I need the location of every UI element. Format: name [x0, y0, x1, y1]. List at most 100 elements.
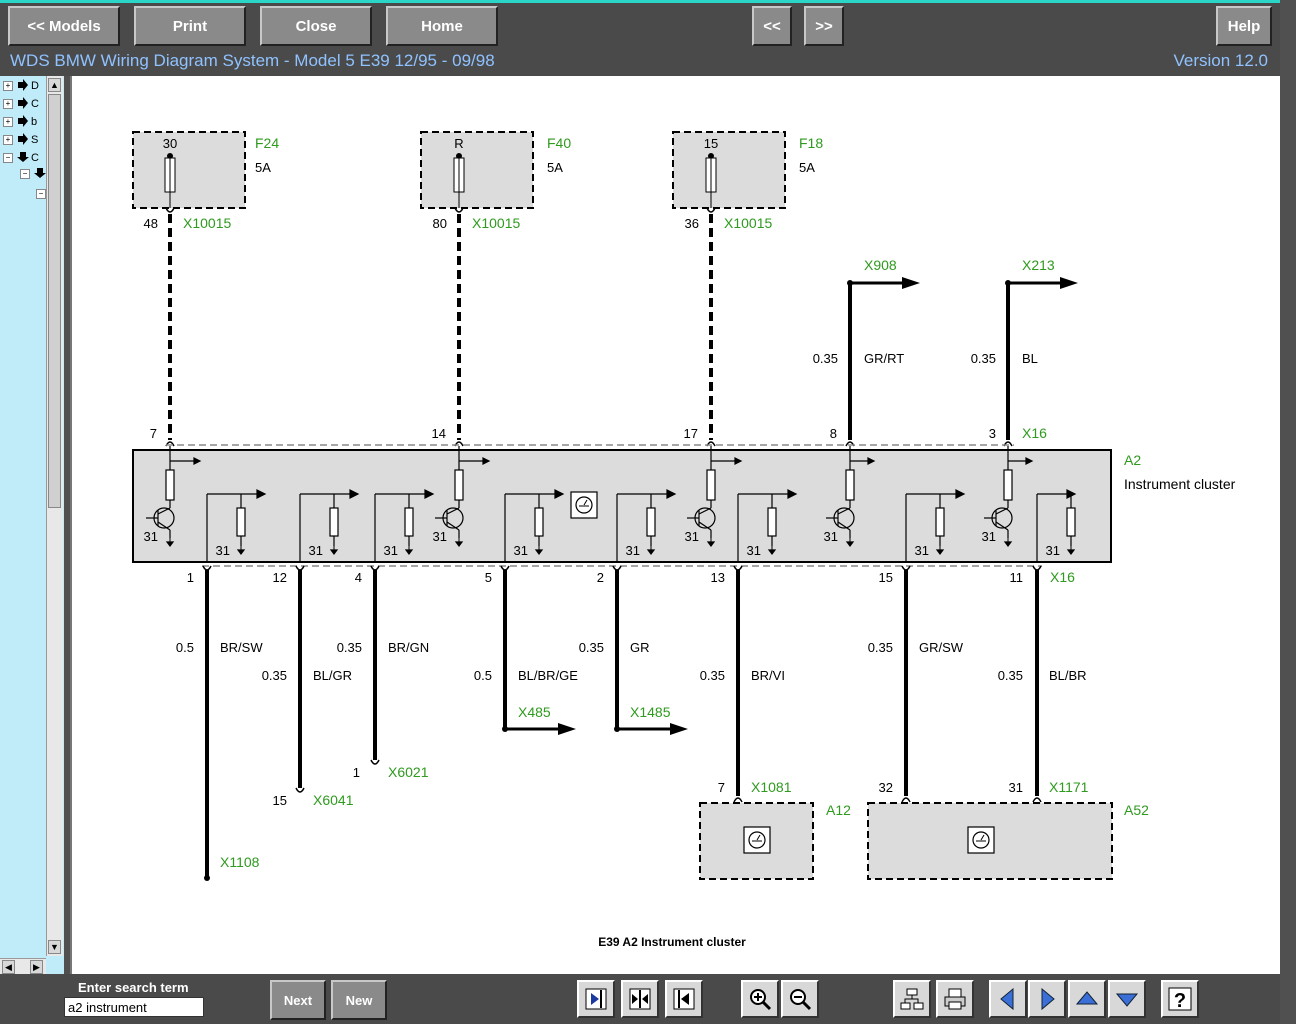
module-a2[interactable] — [132, 444, 1112, 567]
models-button[interactable]: << Models — [8, 6, 120, 46]
fit-right-button[interactable] — [577, 980, 615, 1018]
arrow-right-icon — [17, 114, 29, 130]
connector-label[interactable]: X10015 — [724, 215, 772, 231]
previous-page-button[interactable]: << — [752, 6, 792, 46]
fuse-name[interactable]: F40 — [547, 135, 571, 151]
collapse-icon[interactable]: − — [3, 153, 13, 163]
wire-color: GR — [630, 640, 650, 655]
module-a12[interactable] — [699, 802, 814, 880]
connector-label[interactable]: X213 — [1022, 257, 1055, 273]
wiring-diagram: 30 R 15 F24 F40 F18 5A 5A 5A 48 80 36 X1… — [132, 131, 1236, 949]
wire-color: BR/VI — [751, 668, 785, 683]
scroll-down-icon[interactable]: ▼ — [48, 940, 61, 954]
print-button[interactable]: Print — [134, 6, 246, 46]
home-button[interactable]: Home — [386, 6, 498, 46]
output-x213[interactable] — [1005, 277, 1078, 440]
output-x485[interactable] — [502, 723, 576, 735]
scroll-left-icon[interactable]: ◀ — [2, 960, 15, 974]
fuse-f24[interactable] — [132, 131, 246, 209]
module-name[interactable]: A12 — [826, 802, 851, 818]
pan-left-button[interactable] — [989, 980, 1027, 1018]
wire-color: GR/SW — [919, 640, 964, 655]
tree-structure-icon — [900, 988, 924, 1010]
zoom-out-button[interactable] — [781, 980, 819, 1018]
close-button[interactable]: Close — [260, 6, 372, 46]
pan-down-button[interactable] — [1108, 980, 1146, 1018]
module-name[interactable]: A2 — [1124, 452, 1141, 468]
tree-item[interactable]: − C — [3, 151, 39, 165]
fit-left-button[interactable] — [665, 980, 703, 1018]
connector-label[interactable]: X10015 — [183, 215, 231, 231]
expand-icon[interactable]: + — [3, 81, 13, 91]
tree-item[interactable]: − — [20, 167, 46, 181]
tree-item-label: C — [31, 98, 39, 110]
wire-gauge: 0.5 — [176, 640, 194, 655]
help-topic-button[interactable]: ? — [1161, 980, 1199, 1018]
overview-button[interactable] — [893, 980, 931, 1018]
wire-color: BL/BR — [1049, 668, 1087, 683]
collapse-icon[interactable]: − — [20, 169, 30, 179]
top-toolbar: << Models Print Close Home << >> Help WD… — [0, 0, 1280, 76]
search-input[interactable] — [64, 997, 204, 1017]
pan-right-button[interactable] — [1028, 980, 1066, 1018]
tree-item-label: b — [31, 116, 38, 128]
arrow-right-icon — [17, 96, 29, 112]
tree-item[interactable]: + D — [3, 78, 39, 94]
fuse-f40[interactable] — [420, 131, 534, 209]
wire-gauge: 0.5 — [474, 668, 492, 683]
pin-label: 14 — [432, 426, 446, 441]
scroll-right-icon[interactable]: ▶ — [30, 960, 43, 974]
connector-label[interactable]: X1108 — [220, 854, 260, 870]
expand-icon[interactable]: + — [3, 99, 13, 109]
arrow-right-icon — [17, 132, 29, 148]
scroll-up-icon[interactable]: ▲ — [48, 78, 61, 92]
vertical-scrollbar[interactable]: ▲ ▼ — [46, 76, 63, 956]
scroll-thumb[interactable] — [48, 94, 61, 508]
connector-label[interactable]: X6021 — [388, 764, 429, 780]
tree-item[interactable]: + C — [3, 96, 39, 112]
wire-terminal — [204, 875, 210, 881]
fuse-f18[interactable] — [672, 131, 786, 209]
tree-item[interactable]: + S — [3, 132, 39, 148]
collapse-icon[interactable]: − — [36, 189, 46, 199]
connector-label[interactable]: X1171 — [1049, 779, 1089, 795]
expand-icon[interactable]: + — [3, 135, 13, 145]
tree-item[interactable]: + b — [3, 114, 39, 130]
fuse-rating: 5A — [255, 160, 271, 175]
output-x908[interactable] — [847, 277, 920, 440]
connector-label[interactable]: X908 — [864, 257, 897, 273]
arrow-down-icon — [17, 151, 29, 166]
fuse-pin-label: 15 — [704, 136, 718, 151]
output-wires — [205, 570, 1039, 876]
connector-label[interactable]: X16 — [1050, 569, 1075, 585]
diagram-view: 30 R 15 F24 F40 F18 5A 5A 5A 48 80 36 X1… — [70, 76, 1280, 974]
connector-label[interactable]: X485 — [518, 704, 551, 720]
connector-label[interactable]: X1485 — [630, 704, 671, 720]
pin-label: 15 — [879, 570, 893, 585]
arrow-right-icon — [17, 78, 29, 94]
expand-icon[interactable]: + — [3, 117, 13, 127]
connector-label[interactable]: X10015 — [472, 215, 520, 231]
horizontal-scrollbar[interactable]: ◀ ▶ — [0, 958, 46, 975]
print-diagram-button[interactable] — [936, 980, 974, 1018]
fuse-name[interactable]: F24 — [255, 135, 279, 151]
module-a52[interactable] — [867, 802, 1113, 880]
ground-label: 31 — [915, 543, 929, 558]
new-search-button[interactable]: New — [331, 980, 387, 1020]
fuse-name[interactable]: F18 — [799, 135, 823, 151]
next-page-button[interactable]: >> — [804, 6, 844, 46]
next-search-button[interactable]: Next — [270, 980, 326, 1020]
module-name[interactable]: A52 — [1124, 802, 1149, 818]
wire-end-connectors — [202, 565, 1042, 803]
fit-both-button[interactable] — [621, 980, 659, 1018]
input-stages — [206, 489, 1077, 562]
help-button[interactable]: Help — [1216, 6, 1272, 46]
connector-label[interactable]: X1081 — [751, 779, 792, 795]
tree-item[interactable]: − — [36, 187, 50, 201]
output-x1485[interactable] — [614, 723, 688, 735]
connector-label[interactable]: X6041 — [313, 792, 354, 808]
zoom-in-button[interactable] — [741, 980, 779, 1018]
pan-up-button[interactable] — [1068, 980, 1106, 1018]
connector-label[interactable]: X16 — [1022, 425, 1047, 441]
tree-item-label: C — [31, 152, 39, 164]
